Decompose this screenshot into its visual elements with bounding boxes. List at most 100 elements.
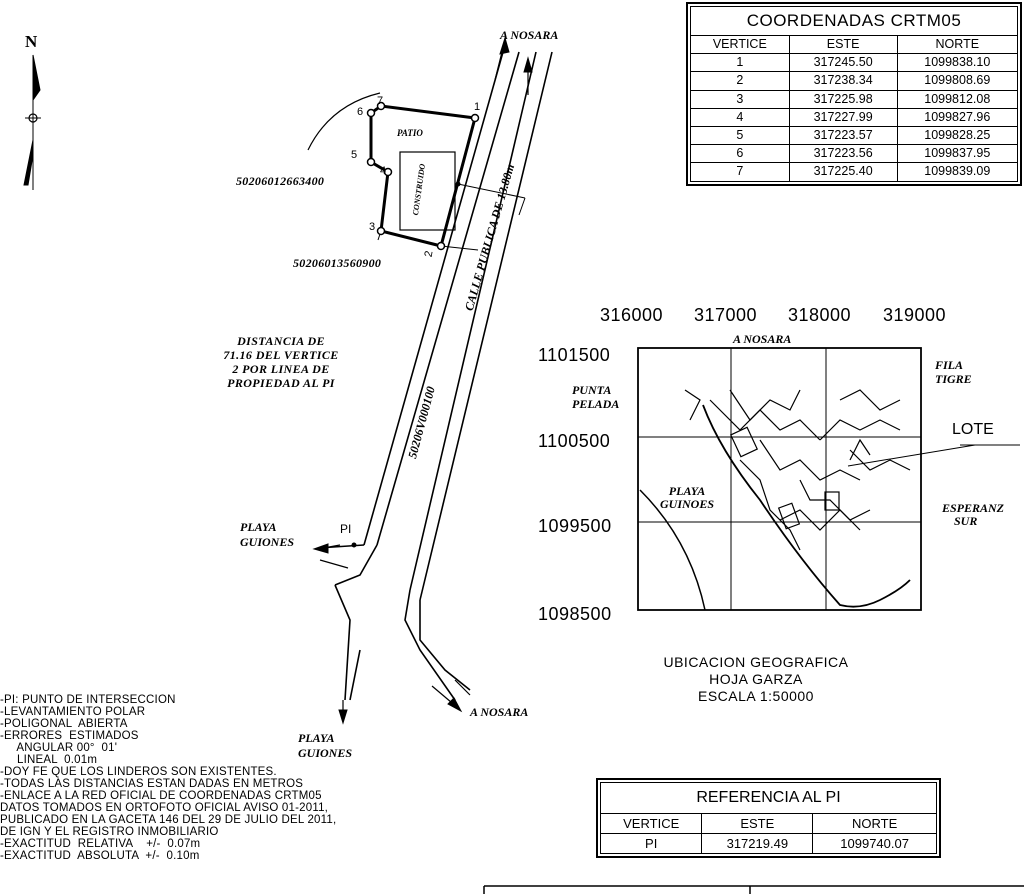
map-lote-label: LOTE	[952, 421, 994, 438]
vertex-markers	[366, 101, 480, 251]
coord-header-este: ESTE	[788, 34, 898, 55]
road-label-nosara-top: A NOSARA	[500, 28, 559, 42]
distance-note-line4: PROPIEDAD AL PI	[227, 376, 335, 390]
ref-cell: PI	[599, 833, 703, 854]
coord-cell: 2	[690, 71, 790, 91]
note-line: -ENLACE A LA RED OFICIAL DE COORDENADAS …	[0, 790, 322, 802]
coord-cell: 317223.56	[788, 144, 898, 164]
coordinates-table-title: COORDENADAS CRTM05	[690, 6, 1018, 36]
vertex-label-3: 3	[369, 221, 376, 233]
map-place-nosara: A NOSARA	[733, 332, 792, 346]
map-x-tick-316000: 316000	[600, 305, 664, 325]
coord-cell: 317225.98	[788, 89, 898, 109]
ref-header-este: ESTE	[701, 813, 814, 834]
ref-cell: 317219.49	[701, 833, 814, 854]
map-y-tick-1101500: 1101500	[538, 345, 611, 365]
map-place-fila-tigre: FILA TIGRE	[935, 358, 972, 386]
map-caption-line1: UBICACION GEOGRAFICA	[663, 654, 849, 670]
coord-cell: 317225.40	[788, 162, 898, 182]
map-caption-line2: HOJA GARZA	[709, 671, 803, 687]
pi-marker	[351, 542, 357, 548]
road-label-guiones-bottom: PLAYA GUIONES	[298, 731, 352, 761]
road-label-guiones-bottom-line1: PLAYA	[298, 731, 335, 745]
table-row: 4 317227.99 1099827.96	[690, 107, 1019, 127]
coord-cell: 1	[690, 53, 790, 73]
coord-cell: 317223.57	[788, 125, 898, 146]
map-caption: UBICACION GEOGRAFICA HOJA GARZA ESCALA 1…	[636, 654, 876, 705]
note-line: PUBLICADO EN LA GACETA 146 DEL 29 DE JUL…	[0, 814, 337, 826]
ref-header-vertice: VERTICE	[599, 813, 703, 834]
map-place-esperanza-sur-line1: ESPERANZ	[942, 501, 1005, 515]
vertex-label-1: 1	[474, 101, 481, 113]
note-line: DE IGN Y EL REGISTRO INMOBILIARIO	[0, 826, 219, 838]
note-line: -LEVANTAMIENTO POLAR	[0, 706, 146, 718]
note-line: LINEAL 0.01m	[0, 754, 98, 766]
vertex-label-4: 4	[380, 165, 387, 177]
coord-cell: 1099828.25	[896, 125, 1019, 146]
note-line: -EXACTITUD ABSOLUTA +/- 0.10m	[0, 850, 200, 862]
reference-table-title: REFERENCIA AL PI	[600, 782, 937, 814]
map-place-punta-pelada-line2: PELADA	[572, 397, 620, 411]
ref-cell: 1099740.07	[812, 833, 937, 854]
coord-header-vertice: VERTICE	[690, 34, 790, 55]
distance-note-line2: 71.16 DEL VERTICE	[223, 348, 339, 362]
street-width-marker	[455, 181, 461, 187]
road-label-guiones-left-line1: PLAYA	[240, 520, 277, 534]
map-y-tick-1099500: 1099500	[538, 516, 612, 536]
north-label: N	[25, 32, 38, 51]
note-line: -EXACTITUD RELATIVA +/- 0.07m	[0, 838, 201, 850]
vertex-label-5: 5	[351, 149, 358, 161]
coord-cell: 1099812.08	[896, 89, 1019, 109]
reference-table: REFERENCIA AL PI VERTICE ESTE NORTE PI 3…	[596, 778, 941, 858]
distance-note-line1: DISTANCIA DE	[237, 334, 325, 348]
coord-cell: 1099839.09	[896, 162, 1019, 182]
distance-note-line3: 2 POR LINEA DE	[232, 362, 330, 376]
table-row: 3 317225.98 1099812.08	[690, 89, 1019, 109]
patio-label: PATIO	[397, 128, 423, 138]
coord-cell: 317245.50	[788, 53, 898, 73]
table-row: 2 317238.34 1099808.69	[690, 71, 1019, 91]
coord-cell: 6	[690, 144, 790, 164]
table-row: 7 317225.40 1099839.09	[690, 162, 1019, 182]
distance-note: DISTANCIA DE 71.16 DEL VERTICE 2 POR LIN…	[196, 334, 366, 390]
coord-cell: 1099837.95	[896, 144, 1019, 164]
note-line: ANGULAR 00° 01'	[0, 742, 118, 754]
table-row: 1 317245.50 1099838.10	[690, 53, 1019, 73]
note-line: -DOY FE QUE LOS LINDEROS SON EXISTENTES.	[0, 766, 277, 778]
road-label-guiones-left: PLAYA GUIONES	[240, 520, 294, 550]
coord-cell: 317238.34	[788, 71, 898, 91]
note-line: DATOS TOMADOS EN ORTOFOTO OFICIAL AVISO …	[0, 802, 329, 814]
survey-notes: -PI: PUNTO DE INTERSECCION -LEVANTAMIENT…	[0, 694, 336, 862]
map-place-punta-pelada-line1: PUNTA	[572, 383, 612, 397]
map-place-playa-guinoes-line1: PLAYA	[668, 484, 706, 498]
north-arrow-icon	[23, 54, 41, 190]
map-place-fila-tigre-line2: TIGRE	[935, 372, 972, 386]
table-row: PI 317219.49 1099740.07	[599, 833, 937, 854]
pi-label: PI	[340, 522, 352, 536]
map-place-esperanza-sur: ESPERANZ SUR	[942, 502, 1004, 528]
note-line: -POLIGONAL ABIERTA	[0, 718, 128, 730]
map-place-esperanza-sur-line2: SUR	[954, 514, 978, 528]
coord-cell: 1099808.69	[896, 71, 1019, 91]
parcel-label-north: 50206012663400	[236, 174, 325, 188]
note-line: -ERRORES ESTIMADOS	[0, 730, 139, 742]
bottom-box-stub	[483, 885, 1024, 894]
coord-cell: 7	[690, 162, 790, 182]
coord-cell: 317227.99	[788, 107, 898, 127]
coord-cell: 1099827.96	[896, 107, 1019, 127]
map-y-tick-1098500: 1098500	[538, 604, 612, 624]
map-place-playa-guinoes: PLAYA GUINOES	[660, 485, 714, 511]
map-x-tick-318000: 318000	[788, 305, 852, 325]
road-label-guiones-left-line2: GUIONES	[240, 535, 295, 549]
note-line: -TODAS LAS DISTANCIAS ESTAN DADAS EN MET…	[0, 778, 304, 790]
table-row: 5 317223.57 1099828.25	[690, 125, 1019, 146]
road-label-guiones-bottom-line2: GUIONES	[298, 746, 353, 760]
boundary-arc	[307, 92, 381, 151]
map-place-punta-pelada: PUNTA PELADA	[572, 383, 619, 411]
vertex-label-6: 6	[357, 106, 364, 118]
coord-cell: 1099838.10	[896, 53, 1019, 73]
map-caption-line3: ESCALA 1:50000	[698, 688, 814, 704]
road-arrows	[312, 36, 533, 725]
coord-cell: 5	[690, 125, 790, 146]
